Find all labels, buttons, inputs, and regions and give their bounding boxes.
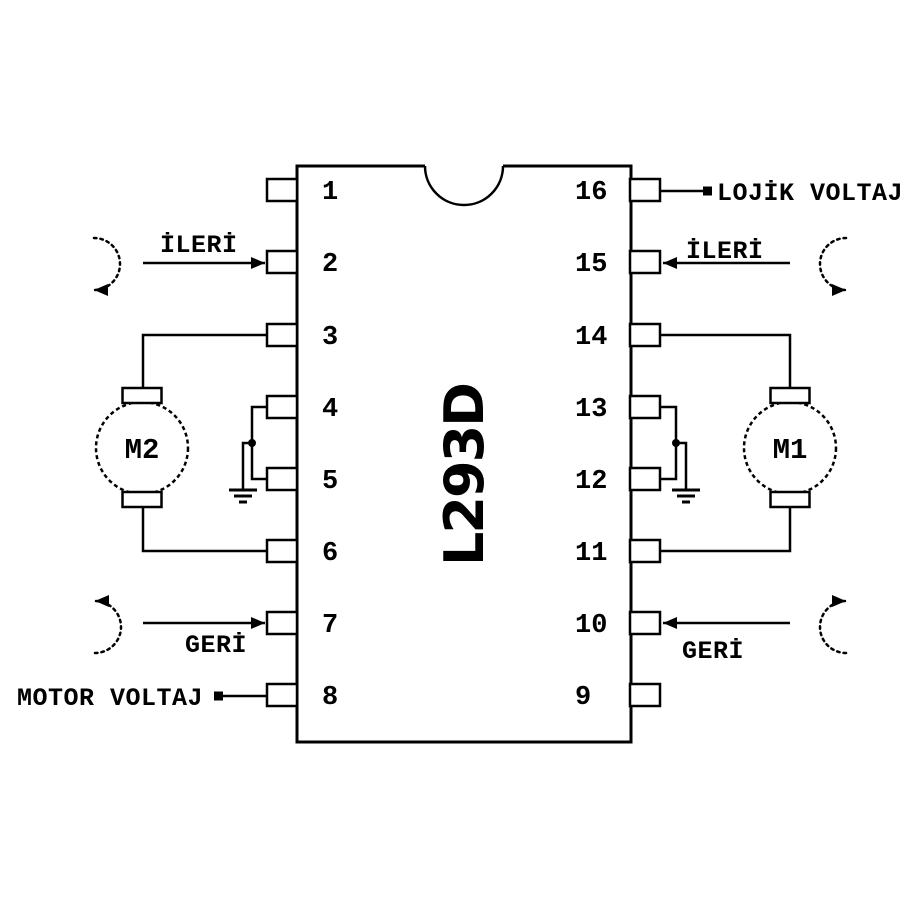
logic-voltage-label: LOJİK VOLTAJ (717, 179, 900, 208)
pin-box-7 (265, 610, 299, 636)
motor-m1-terminal-bottom (769, 490, 811, 509)
pin-numbers-left: 1 2 3 4 5 6 7 8 (322, 178, 338, 713)
pin-boxes-right (628, 177, 662, 708)
pin-box-13 (628, 394, 662, 420)
reverse-right-signal: GERİ (663, 595, 848, 666)
ic-part-number: L293D (433, 384, 496, 566)
rotation-arrow-top-right (818, 236, 848, 296)
forward-right-signal: İLERİ (663, 236, 848, 296)
pin-number-3: 3 (322, 323, 338, 353)
logic-voltage-node (703, 186, 712, 196)
wire-to-ground-left (241, 441, 252, 489)
pin-box-16 (628, 177, 662, 203)
pin-box-5 (265, 466, 299, 492)
motor-voltage-connection: MOTOR VOLTAJ (17, 684, 267, 713)
ground-symbol-left (229, 488, 257, 504)
forward-left-label: İLERİ (160, 231, 238, 260)
pin-box-3 (265, 322, 299, 348)
m1-wiring (661, 333, 792, 553)
motor-m1-terminal-top (769, 386, 811, 405)
pin-number-14: 14 (575, 323, 607, 353)
pin-number-10: 10 (575, 611, 607, 641)
pin-number-8: 8 (322, 683, 338, 713)
motor-m1-label: M1 (773, 434, 808, 467)
reverse-left-signal: GERİ (93, 595, 265, 660)
pin-box-1 (265, 177, 299, 203)
pin-number-1: 1 (322, 178, 338, 208)
wire-pin3-to-m2-top (141, 333, 267, 390)
pin-number-13: 13 (575, 395, 607, 425)
ic-l293d: L293D (295, 164, 633, 744)
pin-number-5: 5 (322, 467, 338, 497)
pin-number-4: 4 (322, 395, 338, 425)
junction-dot-right (672, 439, 680, 447)
pin-numbers-right: 16 15 14 13 12 11 10 9 (575, 178, 607, 713)
pin-number-2: 2 (322, 250, 338, 280)
junction-dot-left (248, 439, 256, 447)
pin-number-11: 11 (575, 539, 607, 569)
rotation-arrow-bottom-right (818, 595, 848, 655)
logic-voltage-connection: LOJİK VOLTAJ (661, 179, 900, 208)
pin-number-15: 15 (575, 250, 607, 280)
motor-m2: M2 (94, 386, 190, 509)
wire-to-ground-right (676, 441, 688, 489)
ic-body-outline (295, 164, 633, 744)
pin-box-8 (265, 682, 299, 708)
pin-number-9: 9 (575, 683, 591, 713)
pin-box-10 (628, 610, 662, 636)
pin-number-7: 7 (322, 611, 338, 641)
pin-box-14 (628, 322, 662, 348)
ic-notch (423, 165, 505, 207)
reverse-left-label: GERİ (185, 631, 247, 660)
pin-box-9 (628, 682, 662, 708)
wire-pin14-to-m1-top (661, 333, 792, 390)
pin-box-15 (628, 249, 662, 275)
pin-box-11 (628, 538, 662, 564)
wire-pin6-to-m2-bottom (141, 505, 267, 553)
pin-box-12 (628, 466, 662, 492)
rotation-arrow-bottom-left (93, 595, 123, 655)
pin-box-2 (265, 249, 299, 275)
motor-voltage-node (214, 691, 223, 701)
motor-m2-label: M2 (125, 434, 160, 467)
forward-left-signal: İLERİ (92, 231, 265, 296)
m2-wiring (141, 333, 267, 553)
motor-m1: M1 (742, 386, 838, 509)
ground-symbol-right (672, 488, 700, 504)
motor-m2-terminal-bottom (121, 490, 163, 509)
rotation-arrow-top-left (92, 236, 122, 296)
motor-m2-terminal-top (121, 386, 163, 405)
pin-number-12: 12 (575, 467, 607, 497)
pin-number-6: 6 (322, 539, 338, 569)
pin-box-6 (265, 538, 299, 564)
pin-boxes-left (265, 177, 299, 708)
motor-voltage-label: MOTOR VOLTAJ (17, 684, 203, 713)
wire-pin11-to-m1-bottom (661, 505, 792, 553)
pin-box-4 (265, 394, 299, 420)
pin-number-16: 16 (575, 178, 607, 208)
forward-right-label: İLERİ (686, 237, 764, 266)
reverse-right-label: GERİ (682, 637, 744, 666)
